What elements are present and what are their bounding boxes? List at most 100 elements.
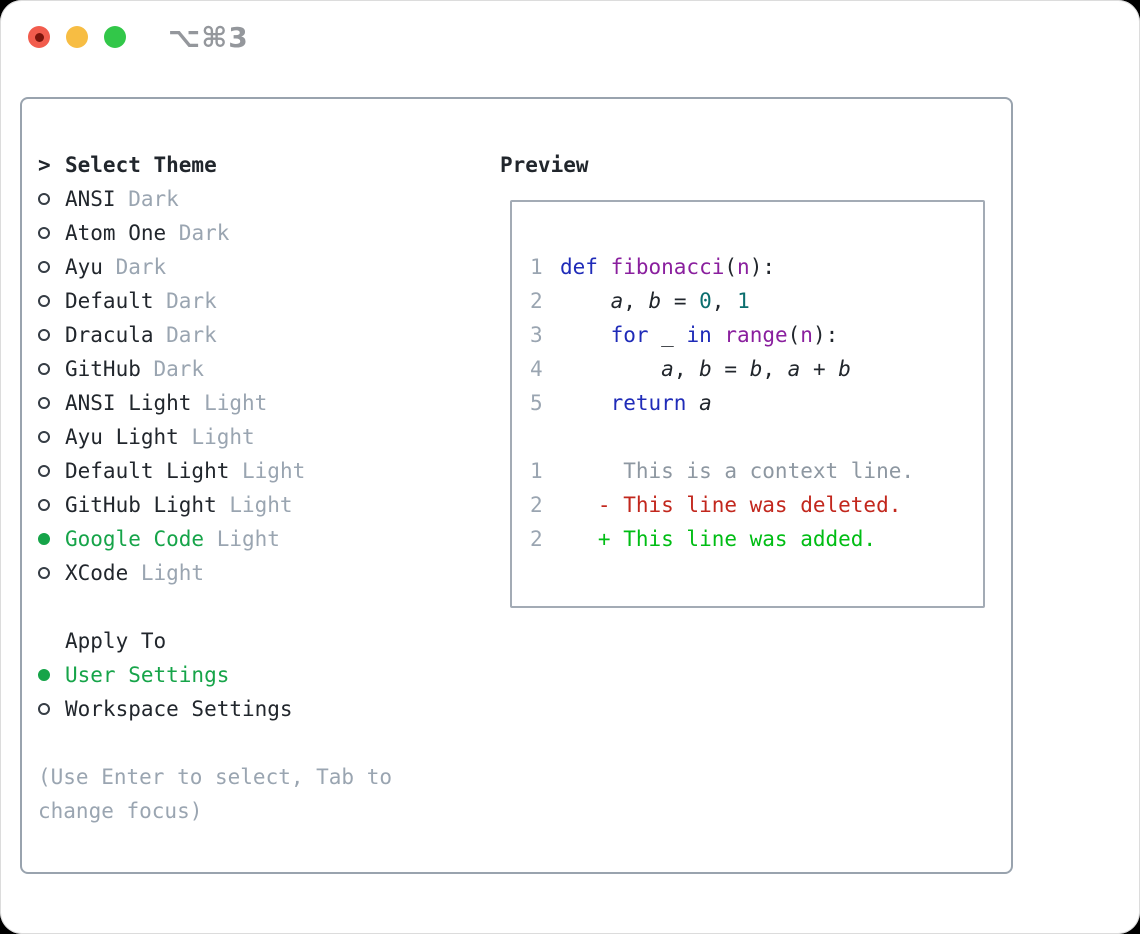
radio-icon [38, 363, 65, 375]
diff-line-context: 1 This is a context line. [530, 454, 983, 488]
code-line: 2 a, b = 0, 1 [530, 284, 983, 318]
diff-text: This is a context line. [560, 459, 915, 483]
blank-line [530, 420, 983, 454]
theme-option-tag: Light [242, 459, 306, 483]
theme-option-tag: Light [140, 561, 205, 585]
theme-option-label: XCode [65, 561, 129, 585]
theme-option-label: Default [65, 289, 154, 313]
line-number: 4 [530, 357, 543, 381]
theme-option-default-light[interactable]: Default Light Light [38, 454, 438, 488]
theme-option-label: GitHub [65, 357, 141, 381]
code-text: for _ in range(n): [610, 323, 839, 347]
theme-option-label: Ayu Light [65, 425, 179, 449]
apply-to-title: Apply To [65, 629, 167, 653]
code-line: 1 def fibonacci(n): [530, 250, 983, 284]
close-button[interactable] [28, 26, 50, 48]
theme-option-tag: Dark [166, 289, 217, 313]
theme-option-ansi[interactable]: ANSI Dark [38, 182, 438, 216]
theme-option-tag: Dark [115, 255, 167, 279]
radio-icon [38, 499, 65, 511]
line-number: 1 [530, 255, 543, 279]
help-text: (Use Enter to select, Tab to change focu… [38, 765, 393, 823]
code-line: 4 a, b = b, a + b [530, 352, 983, 386]
theme-option-github-light[interactable]: GitHub Light Light [38, 488, 438, 522]
theme-option-default[interactable]: Default Dark [38, 284, 438, 318]
radio-icon [38, 329, 65, 341]
theme-option-label: ANSI Light [65, 391, 192, 415]
theme-option-github[interactable]: GitHub Dark [38, 352, 438, 386]
radio-icon [38, 567, 65, 579]
diff-text: - This line was deleted. [560, 493, 902, 517]
radio-selected-icon [38, 669, 65, 681]
theme-option-tag: Light [204, 391, 268, 415]
diff-text: + This line was added. [560, 527, 877, 551]
apply-to-header: Apply To [38, 624, 438, 658]
theme-option-label: ANSI [65, 187, 116, 211]
code-line: 5 return a [530, 386, 983, 420]
radio-icon [38, 261, 65, 273]
theme-option-ansi-light[interactable]: ANSI Light Light [38, 386, 438, 420]
theme-option-tag: Light [229, 493, 293, 517]
theme-option-ayu[interactable]: Ayu Dark [38, 250, 438, 284]
theme-option-label: Dracula [65, 323, 154, 347]
theme-option-label: Ayu [65, 255, 103, 279]
theme-option-ayu-light[interactable]: Ayu Light Light [38, 420, 438, 454]
select-theme-header: > Select Theme [38, 148, 438, 182]
spacer [38, 726, 438, 760]
theme-option-label: Default Light [65, 459, 230, 483]
zoom-button[interactable] [104, 26, 126, 48]
line-number: 2 [530, 289, 543, 313]
code-text: return a [610, 391, 712, 415]
theme-option-dracula[interactable]: Dracula Dark [38, 318, 438, 352]
radio-icon [38, 227, 65, 239]
line-number: 1 [530, 459, 543, 483]
apply-option-label: Workspace Settings [65, 697, 293, 721]
code-line: 3 for _ in range(n): [530, 318, 983, 352]
spacer [38, 590, 438, 624]
radio-icon [38, 397, 65, 409]
theme-option-atom-one[interactable]: Atom One Dark [38, 216, 438, 250]
theme-option-label: Atom One [65, 221, 167, 245]
radio-icon [38, 193, 65, 205]
minimize-button[interactable] [66, 26, 88, 48]
code-text: a, b = b, a + b [661, 357, 851, 381]
diff-line-deleted: 2 - This line was deleted. [530, 488, 983, 522]
select-theme-title: Select Theme [65, 153, 217, 177]
theme-option-tag: Dark [153, 357, 205, 381]
code-text: a, b = 0, 1 [610, 289, 750, 313]
theme-option-label: Google Code [65, 527, 205, 551]
theme-option-tag: Dark [166, 323, 217, 347]
line-number: 2 [530, 493, 543, 517]
preview-title: Preview [500, 153, 589, 177]
window-title: ⌥⌘3 [168, 21, 249, 54]
theme-option-tag: Light [216, 527, 280, 551]
theme-option-tag: Dark [178, 221, 230, 245]
line-number: 3 [530, 323, 543, 347]
radio-selected-icon [38, 533, 65, 545]
code-text: def fibonacci(n): [560, 255, 775, 279]
radio-icon [38, 295, 65, 307]
theme-option-tag: Light [191, 425, 255, 449]
theme-option-xcode[interactable]: XCode Light [38, 556, 438, 590]
apply-option-workspace-settings[interactable]: Workspace Settings [38, 692, 438, 726]
prompt-caret-icon: > [38, 153, 51, 177]
diff-line-added: 2 + This line was added. [530, 522, 983, 556]
theme-option-label: GitHub Light [65, 493, 217, 517]
theme-option-google-code[interactable]: Google Code Light [38, 522, 438, 556]
close-dot-icon [34, 32, 44, 42]
apply-option-label: User Settings [65, 663, 230, 687]
radio-icon [38, 431, 65, 443]
apply-option-user-settings[interactable]: User Settings [38, 658, 438, 692]
theme-option-tag: Dark [128, 187, 179, 211]
line-number: 5 [530, 391, 543, 415]
diff-preview: 1 This is a context line.2 - This line w… [530, 454, 983, 556]
